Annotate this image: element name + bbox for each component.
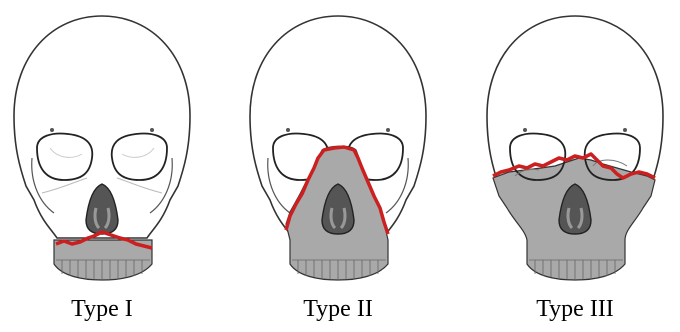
skull-type-2 (238, 8, 438, 288)
caption-type-1: Type I (2, 296, 202, 323)
caption-type-3: Type III (475, 296, 675, 323)
skull-type-1 (2, 8, 202, 288)
caption-type-2: Type II (238, 296, 438, 323)
skull-type-3 (475, 8, 675, 288)
